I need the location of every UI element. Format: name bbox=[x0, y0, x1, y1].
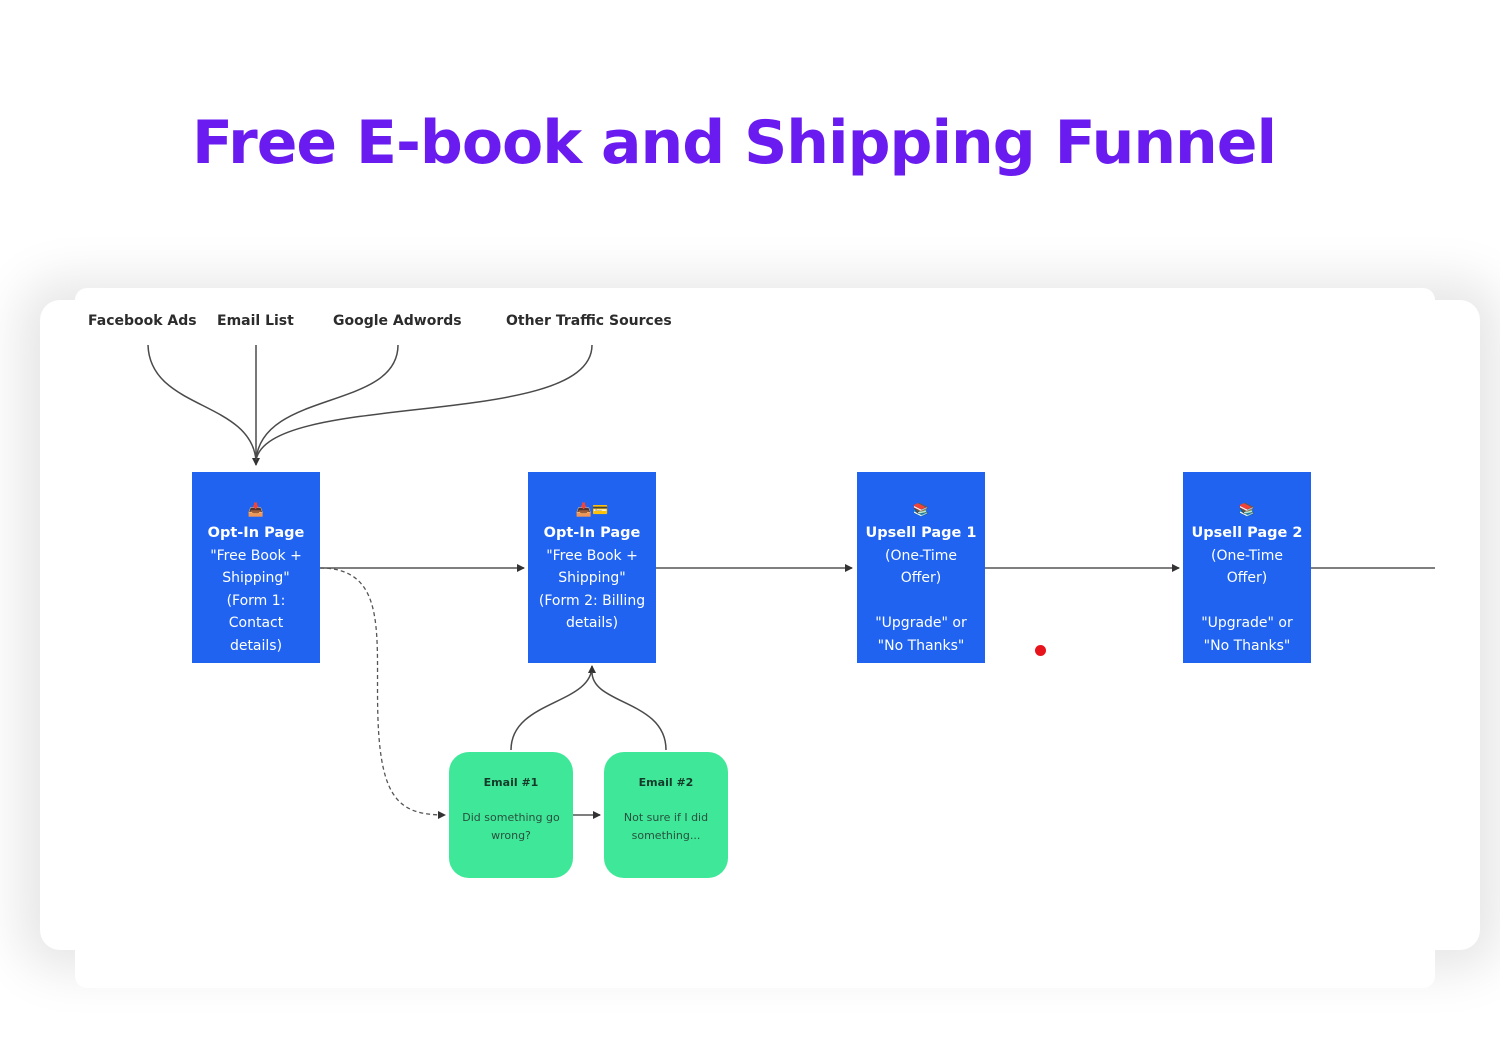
connector-step1-email1 bbox=[319, 567, 446, 819]
step-optin-contact[interactable]: 📥 Opt-In Page "Free Book + Shipping" (Fo… bbox=[192, 472, 320, 663]
page-title: Free E-book and Shipping Funnel bbox=[191, 108, 1277, 178]
email-2-node[interactable]: Email #2 Not sure if I did something... bbox=[604, 752, 728, 878]
step-name: Opt-In Page bbox=[207, 525, 305, 541]
source-facebook-ads: Facebook Ads bbox=[88, 313, 197, 329]
step-optin-billing[interactable]: 📥💳 Opt-In Page "Free Book + Shipping" (F… bbox=[528, 472, 656, 663]
email-name: Email #1 bbox=[483, 776, 539, 789]
mailbox-credit-card-icon: 📥💳 bbox=[575, 503, 609, 518]
step-description: "Free Book + Shipping" (Form 2: Billing … bbox=[538, 547, 646, 632]
cursor-marker bbox=[1035, 645, 1046, 656]
connector-email2-step2 bbox=[591, 671, 667, 751]
step-name: Upsell Page 1 bbox=[865, 525, 977, 541]
source-email-list: Email List bbox=[217, 313, 294, 329]
step-name: Upsell Page 2 bbox=[1191, 525, 1303, 541]
source-other-traffic: Other Traffic Sources bbox=[506, 313, 672, 329]
step-description: "Free Book + Shipping" (Form 1: Contact … bbox=[210, 547, 302, 654]
step-description: (One-Time Offer) "Upgrade" or "No Thanks… bbox=[875, 547, 967, 654]
books-icon: 📚 bbox=[912, 503, 930, 518]
email-description: Did something go wrong? bbox=[462, 811, 560, 842]
mailbox-icon: 📥 bbox=[247, 503, 265, 518]
step-upsell-2[interactable]: 📚 Upsell Page 2 (One-Time Offer) "Upgrad… bbox=[1183, 472, 1311, 663]
email-1-node[interactable]: Email #1 Did something go wrong? bbox=[449, 752, 573, 878]
step-upsell-1[interactable]: 📚 Upsell Page 1 (One-Time Offer) "Upgrad… bbox=[857, 472, 985, 663]
source-google-adwords: Google Adwords bbox=[333, 313, 462, 329]
email-name: Email #2 bbox=[638, 776, 694, 789]
step-description: (One-Time Offer) "Upgrade" or "No Thanks… bbox=[1201, 547, 1293, 654]
connector-google-adwords bbox=[255, 344, 399, 461]
email-description: Not sure if I did something... bbox=[623, 811, 709, 842]
books-icon: 📚 bbox=[1238, 503, 1256, 518]
connector-email1-step2 bbox=[510, 665, 596, 751]
connector-other-sources bbox=[255, 344, 593, 461]
step-name: Opt-In Page bbox=[543, 525, 641, 541]
connector-facebook-ads bbox=[147, 344, 257, 461]
